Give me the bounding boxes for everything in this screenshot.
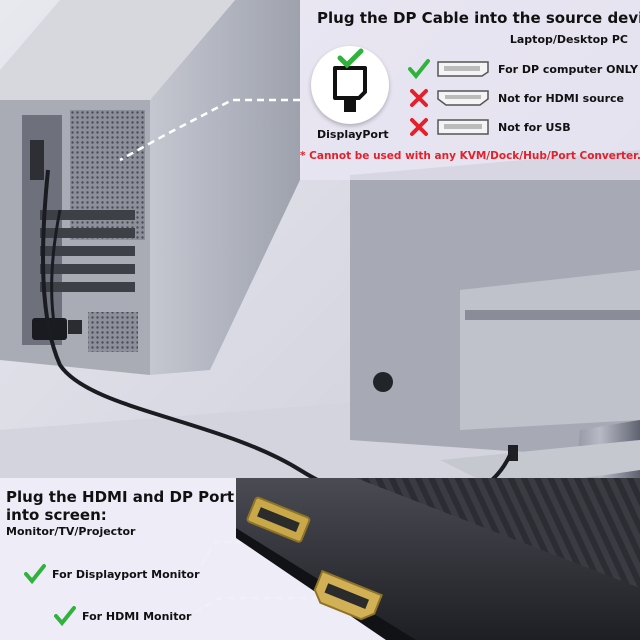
displayport-connector-icon	[333, 48, 367, 112]
option-dp-computer: For DP computer ONLY	[408, 58, 638, 80]
adapter-hdmi-socket	[313, 569, 383, 621]
option-hdmi-source: Not for HDMI source	[408, 87, 624, 109]
screen-panel-subtitle: Monitor/TV/Projector	[6, 525, 136, 538]
source-device-subtitle: Laptop/Desktop PC	[509, 33, 628, 46]
option-hdmi-monitor-label: For HDMI Monitor	[82, 609, 192, 623]
screen-panel-title: Plug the HDMI and DP Port into screen:	[6, 488, 235, 524]
displayport-connector-badge	[311, 46, 389, 124]
compatibility-warning: * Cannot be used with any KVM/Dock/Hub/P…	[300, 150, 640, 162]
hdmi-port-icon	[437, 90, 489, 106]
displayport-label: DisplayPort	[317, 128, 389, 141]
option-hdmi-monitor: For HDMI Monitor	[54, 605, 191, 627]
adapter-closeup	[236, 478, 640, 640]
red-cross-icon	[410, 89, 428, 107]
option-usb-label: Not for USB	[498, 120, 571, 134]
source-device-title: Plug the DP Cable into the source device…	[317, 9, 640, 27]
red-cross-icon	[410, 118, 428, 136]
displayport-port-icon	[437, 61, 489, 77]
adapter-displayport-socket	[246, 496, 311, 543]
option-dp-computer-label: For DP computer ONLY	[498, 62, 638, 76]
green-check-icon	[408, 59, 430, 80]
option-hdmi-source-label: Not for HDMI source	[498, 91, 624, 105]
option-usb: Not for USB	[408, 116, 571, 138]
option-displayport-monitor-label: For Displayport Monitor	[52, 567, 200, 581]
pc-tower	[0, 0, 300, 375]
green-check-icon	[24, 564, 46, 585]
green-check-icon	[54, 606, 76, 627]
usb-port-icon	[437, 119, 489, 135]
option-displayport-monitor: For Displayport Monitor	[24, 563, 200, 585]
